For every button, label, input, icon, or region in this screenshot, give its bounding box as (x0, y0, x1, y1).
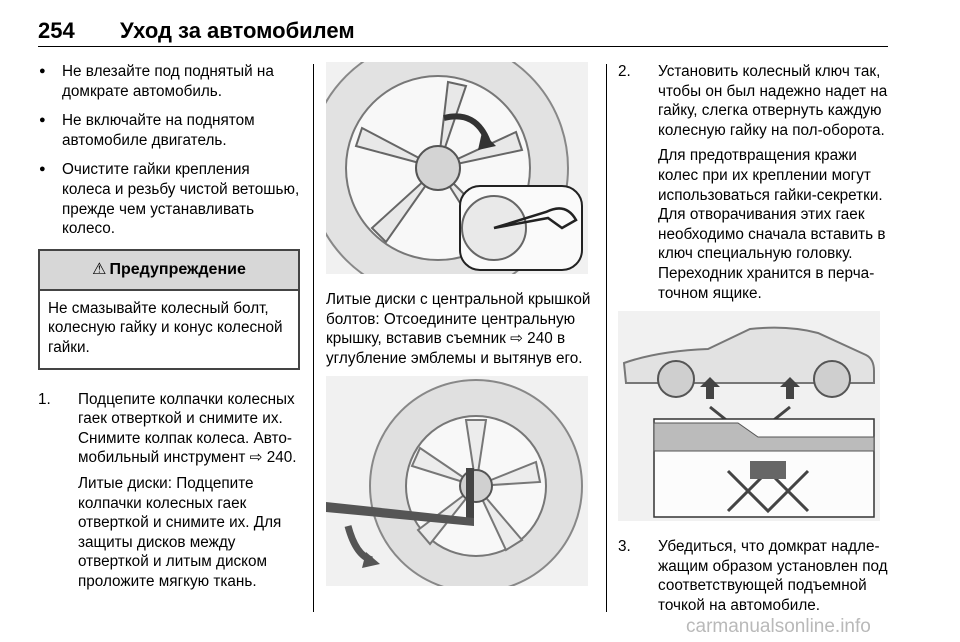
step-text-alloy: Литые диски: Подцепите колпачки колесных… (78, 474, 282, 590)
step-2: 2. Установить колесный ключ так, чтобы о… (618, 62, 890, 303)
figure-jack-lifting-points (618, 311, 880, 522)
page-number: 254 (38, 18, 75, 43)
step-number: 1. (38, 390, 51, 408)
warning-heading: ⚠Предупреждение (40, 250, 298, 291)
reference-arrow-icon: ⇨ (249, 449, 263, 467)
step-text: Подцепите колпачки колесных гаек отвертк… (78, 390, 297, 467)
page-header: 254 Уход за автомобилем (38, 14, 888, 47)
figure-caption: Литые диски с центральной крышкой болтов… (326, 291, 591, 367)
warning-text: Не смазывайте колесный болт, колесную га… (48, 299, 283, 356)
step-text: Установить колесный ключ так, чтобы он б… (658, 63, 888, 139)
column-middle: Литые диски с центральной крышкой болтов… (307, 37, 596, 594)
column-left: Не влезайте под поднятый на домкрате авт… (38, 62, 300, 597)
step-number: 2. (618, 63, 631, 80)
warning-heading-label: Предупреждение (109, 260, 246, 278)
warning-box: ⚠Предупреждение Не смазывайте колесный б… (38, 248, 300, 370)
step-number: 3. (618, 538, 631, 556)
step-1: 1. Подцепите колпачки колесных гаек отве… (38, 390, 300, 592)
list-item: Не включайте на поднятом автомобиле двиг… (38, 111, 300, 150)
page-title: Уход за автомобилем (120, 18, 355, 43)
watermark: carmanualsonline.info (686, 616, 871, 637)
list-item: Очистите гайки крепления колеса и резьбу… (38, 160, 300, 238)
step-text: Убедиться, что домкрат надле­жащим образ… (658, 538, 888, 614)
list-item: Не влезайте под поднятый на домкрате авт… (38, 62, 300, 101)
column-right: 2. Установить колесный ключ так, чтобы о… (618, 62, 890, 622)
step-note: Для предотвращения кражи колес при их кр… (658, 147, 886, 302)
precaution-list: Не влезайте под поднятый на домкрате авт… (38, 62, 300, 239)
reference-arrow-icon: ⇨ (510, 330, 523, 348)
column-divider (313, 64, 314, 612)
warning-icon: ⚠ (92, 260, 107, 278)
step-3: 3. Убедиться, что домкрат надле­жащим об… (618, 537, 890, 615)
column-divider (606, 64, 607, 612)
figure-wheel-wrench (326, 376, 588, 594)
figure-center-cap-removal (307, 37, 588, 299)
